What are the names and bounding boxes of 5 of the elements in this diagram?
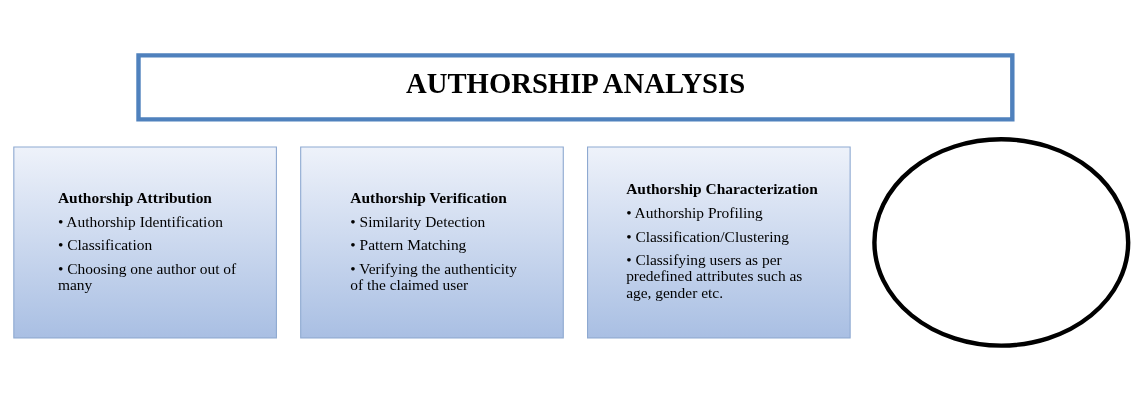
node-box: Authorship Characterization • Authorship Profiling • Classification/Clustering • Classifying users as per predefined attributes such as age, gender etc. — [587, 146, 851, 339]
node-circle — [872, 137, 1131, 348]
node-box: Authorship Verification • Similarity Detection • Pattern Matching • Verifying the authenticity of the claimed user — [300, 146, 564, 339]
node-box: AUTHORSHIP ANALYSIS — [136, 53, 1015, 122]
node-box: Authorship Attribution • Authorship Identification • Classification • Choosing one author out of many — [13, 146, 277, 339]
